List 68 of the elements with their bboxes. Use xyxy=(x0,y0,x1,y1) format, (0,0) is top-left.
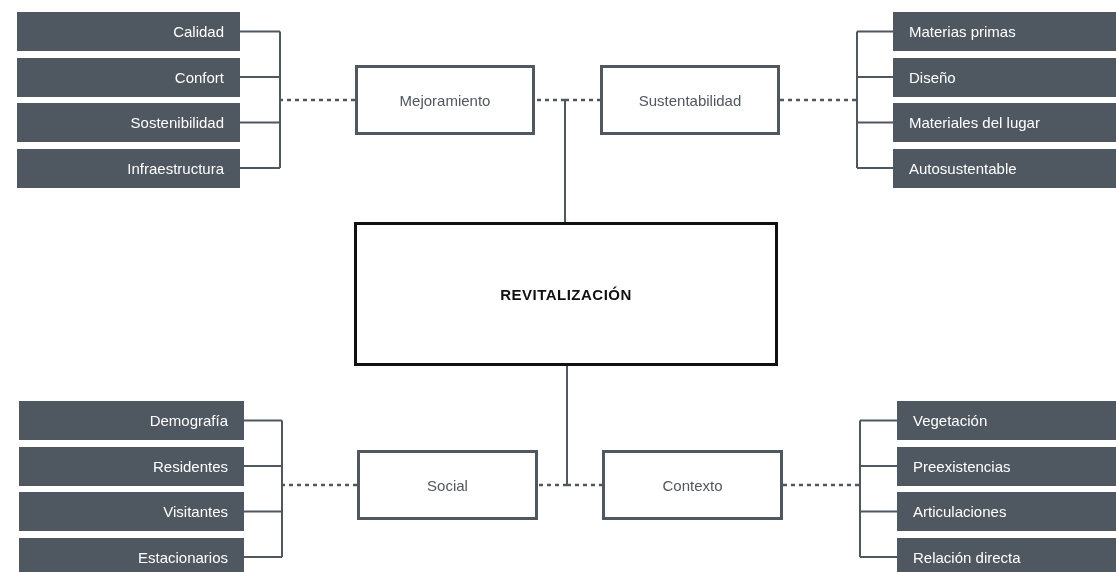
node-label: REVITALIZACIÓN xyxy=(500,285,632,303)
node-label: Infraestructura xyxy=(127,159,224,177)
node-label: Materias primas xyxy=(909,23,1016,40)
node-label: Confort xyxy=(174,68,224,86)
connector-line xyxy=(859,556,898,558)
node-label: Sostenibilidad xyxy=(130,114,224,131)
bracket-connector xyxy=(279,30,355,169)
connector-line xyxy=(243,465,283,467)
node-label: Preexistencias xyxy=(913,457,1011,475)
bracket-connector xyxy=(780,30,858,169)
item-bar xyxy=(893,148,1116,188)
dotted-connector xyxy=(535,98,565,102)
node-label: Social xyxy=(427,476,468,494)
connector-line xyxy=(239,121,281,124)
node-label: Mejoramiento xyxy=(399,91,491,109)
node-label: Contexto xyxy=(662,476,723,494)
connector-line xyxy=(243,419,283,422)
node-label: Estacionarios xyxy=(137,548,228,566)
connector-line xyxy=(564,99,566,223)
node-label: Visitantes xyxy=(163,503,228,520)
node-label: Calidad xyxy=(173,23,224,40)
node-label: Sustentabilidad xyxy=(638,91,742,109)
connector-line xyxy=(856,121,894,124)
connector-line xyxy=(859,465,898,467)
node-label: Autosustentable xyxy=(909,159,1017,177)
category-box xyxy=(355,65,535,135)
node-label: Vegetación xyxy=(913,412,988,429)
bracket-connector xyxy=(281,419,357,558)
item-bar xyxy=(17,103,240,142)
connector-line xyxy=(856,76,894,78)
item-bar xyxy=(17,57,240,97)
item-bar xyxy=(893,57,1116,97)
connector-line xyxy=(566,365,568,486)
dotted-connector xyxy=(565,98,600,102)
item-bar xyxy=(19,537,244,572)
node-label: Diseño xyxy=(909,68,956,86)
dotted-connector xyxy=(538,483,567,487)
connector-line xyxy=(243,510,283,513)
connector-line xyxy=(859,419,898,422)
bracket-connector xyxy=(783,419,861,558)
connector-line xyxy=(856,30,894,33)
category-box xyxy=(357,450,538,520)
connector-line xyxy=(239,30,281,33)
item-bar xyxy=(897,537,1116,572)
connector-line xyxy=(856,167,894,169)
item-bar xyxy=(19,446,244,486)
node-label: Articulaciones xyxy=(913,503,1007,520)
category-box xyxy=(602,450,783,520)
connector-line xyxy=(859,510,898,513)
node-label: Materiales del lugar xyxy=(909,114,1040,131)
item-bar xyxy=(893,12,1116,51)
item-bar xyxy=(17,12,240,51)
node-label: Demografía xyxy=(149,412,228,429)
item-bar xyxy=(893,103,1116,142)
item-bar xyxy=(17,148,240,188)
item-bar xyxy=(897,401,1116,440)
dotted-connector xyxy=(567,483,602,487)
main-box xyxy=(354,222,778,366)
connector-line xyxy=(239,76,281,78)
item-bar xyxy=(19,492,244,531)
item-bar xyxy=(897,492,1116,531)
node-label: Relación directa xyxy=(913,548,1021,566)
node-label: Residentes xyxy=(152,457,228,475)
item-bar xyxy=(19,401,244,440)
category-box xyxy=(600,65,780,135)
connector-line xyxy=(243,556,283,558)
item-bar xyxy=(897,446,1116,486)
connector-line xyxy=(239,167,281,169)
